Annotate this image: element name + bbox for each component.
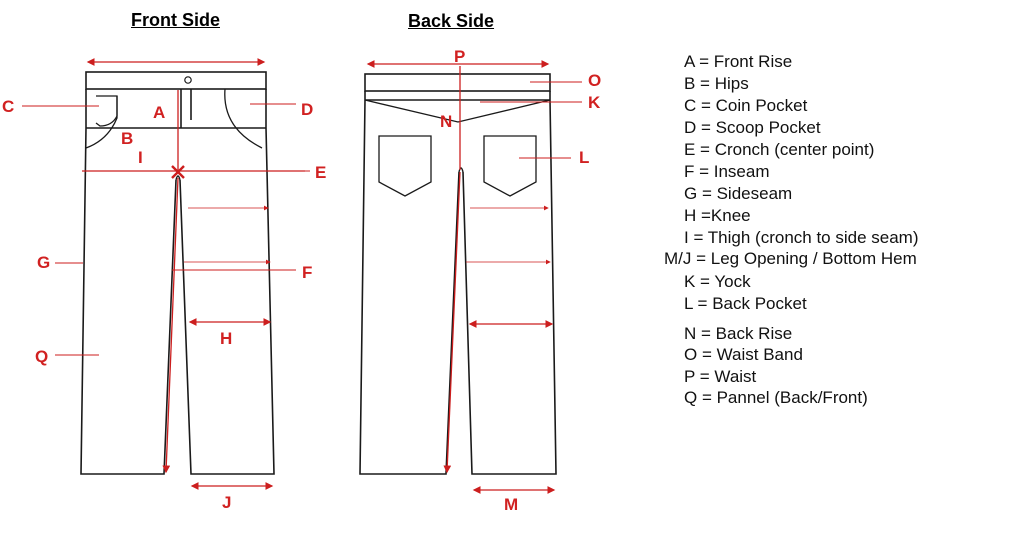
legend-item-g: G = Sideseam: [684, 184, 793, 203]
back-yoke: [364, 99, 551, 123]
coin-pocket: [95, 95, 118, 127]
label-l: L: [579, 148, 589, 167]
label-d: D: [301, 100, 313, 119]
label-a: A: [153, 103, 165, 122]
inseam-line: [162, 177, 179, 474]
label-q: Q: [35, 347, 48, 366]
label-c: C: [2, 97, 14, 116]
label-o: O: [588, 71, 601, 90]
legend-item-l: L = Back Pocket: [684, 294, 807, 313]
label-h: H: [220, 329, 232, 348]
scoop-pocket-right: [224, 88, 263, 149]
legend-item-f: F = Inseam: [684, 162, 770, 181]
back-pants: [359, 73, 557, 475]
label-g: G: [37, 253, 50, 272]
front-measurements: [22, 58, 310, 490]
front-left-leg: [80, 127, 177, 475]
front-waistband: [85, 71, 267, 90]
label-n: N: [440, 112, 452, 131]
front-side-title: Front Side: [131, 10, 220, 30]
front-button: [184, 76, 192, 84]
legend-item-h: H =Knee: [684, 206, 751, 225]
legend-item-a: A = Front Rise: [684, 52, 793, 71]
legend-item-mj: M/J = Leg Opening / Bottom Hem: [664, 249, 917, 268]
label-f: F: [302, 263, 312, 282]
label-i: I: [138, 148, 143, 167]
back-side-title: Back Side: [408, 11, 495, 31]
back-pocket-right: [483, 135, 537, 197]
legend-item-d: D = Scoop Pocket: [684, 118, 821, 137]
back-waistband: [364, 73, 551, 92]
legend-item-k: K = Yock: [684, 272, 751, 291]
label-p: P: [454, 47, 465, 66]
back-measurements: [366, 60, 582, 494]
legend-item-n: N = Back Rise: [684, 324, 793, 343]
back-left-leg: [359, 99, 460, 475]
front-right-leg: [179, 127, 275, 475]
scoop-pocket-left: [85, 96, 118, 149]
back-inseam-line: [443, 171, 461, 474]
legend-item-b: B = Hips: [684, 74, 749, 93]
back-right-leg: [462, 99, 557, 475]
legend-item-q: Q = Pannel (Back/Front): [684, 388, 868, 407]
legend-item-e: E = Cronch (center point): [684, 140, 875, 159]
label-k: K: [588, 93, 601, 112]
legend-item-c: C = Coin Pocket: [684, 96, 808, 115]
front-pants: [80, 71, 275, 475]
back-pocket-left: [378, 135, 432, 197]
legend-item-i: I = Thigh (cronch to side seam): [684, 228, 919, 247]
legend-item-o: O = Waist Band: [684, 345, 803, 364]
label-b: B: [121, 129, 133, 148]
label-e: E: [315, 163, 326, 182]
label-j: J: [222, 493, 231, 512]
legend-item-p: P = Waist: [684, 367, 757, 386]
label-m: M: [504, 495, 518, 514]
